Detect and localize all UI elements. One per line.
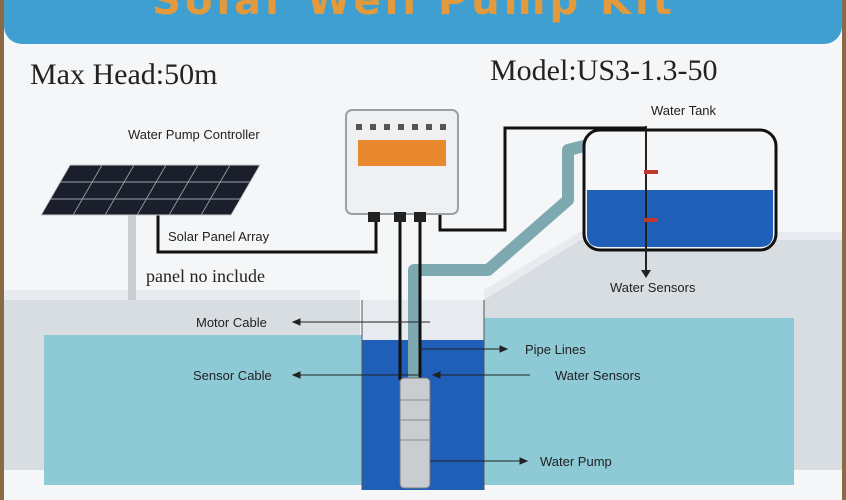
tank-sensor-cable	[438, 126, 646, 232]
right-well-water	[484, 318, 794, 485]
panel-post	[128, 215, 136, 300]
title-banner: Solar Well Pump Kit	[4, 0, 842, 44]
tank-water-sensors-label: Water Sensors	[610, 280, 696, 295]
model-label: Model:US3-1.3-50	[490, 54, 718, 87]
well-shaft-upper	[362, 300, 484, 340]
sensor-cable-label: Sensor Cable	[193, 368, 272, 383]
left-well-water	[44, 335, 362, 485]
max-head-label: Max Head:50m	[30, 58, 218, 91]
left-ground-top	[4, 290, 360, 300]
pipe-line	[408, 136, 602, 380]
motor-cable-label: Motor Cable	[196, 315, 267, 330]
well-water-sensors-label: Water Sensors	[555, 368, 641, 383]
solar-panel-label: Solar Panel Array	[168, 229, 270, 244]
tank-water	[587, 190, 773, 247]
water-tank-label: Water Tank	[651, 103, 717, 118]
water-pump	[399, 377, 431, 489]
pipe-lines-label: Pipe Lines	[525, 342, 586, 357]
panel-note-label: panel no include	[146, 266, 265, 286]
controller-label: Water Pump Controller	[128, 127, 260, 142]
banner-title: Solar Well Pump Kit	[152, 0, 676, 24]
right-ground-top	[484, 232, 842, 300]
solar-cable	[156, 212, 378, 254]
solar-panel	[40, 164, 261, 216]
water-pump-label: Water Pump	[540, 454, 612, 469]
